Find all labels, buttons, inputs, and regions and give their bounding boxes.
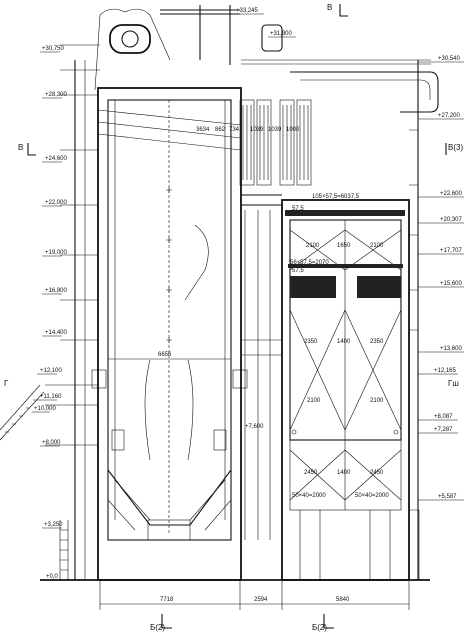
- top-tube-row: [285, 210, 405, 216]
- dim-panel4-1: 2100: [370, 398, 384, 404]
- dim-panel4-0: 2100: [307, 398, 321, 404]
- furnace-chamber: [91, 87, 248, 581]
- dim-row-57: 57,5: [292, 206, 304, 212]
- elev-mid: +7,600: [245, 424, 264, 430]
- elev-left-0: +30,750: [42, 46, 65, 52]
- elev-right-5: +15,600: [440, 281, 463, 287]
- elev-left-11: +3,250: [44, 522, 63, 528]
- elev-left-3: +22,000: [45, 200, 68, 206]
- dim-panel5-0: 2450: [304, 470, 318, 476]
- elev-right-0: +30,540: [438, 56, 461, 62]
- dim-furnace-width: 6656: [158, 352, 172, 358]
- section-left: B: [18, 143, 23, 152]
- dim-panel3-2: 2350: [370, 339, 384, 345]
- elev-left-5: +16,800: [45, 288, 68, 294]
- convective-shaft: [281, 60, 420, 581]
- dim-panel1-2: 2100: [370, 243, 384, 249]
- section-marks: B B B(3) Г Гш Б(2) Б(2): [4, 3, 463, 632]
- dim-bottom-2: 5840: [336, 597, 350, 603]
- left-elevation-labels: +30,750 +28,300 +24,600 +22,000 +19,000 …: [32, 46, 68, 581]
- dim-panel5-1: 1400: [337, 470, 351, 476]
- dim-row-57b: 57,5: [292, 268, 304, 274]
- superheater-bank: [239, 99, 312, 186]
- bottom-dimensions: 7718 2594 5840: [100, 597, 409, 605]
- right-elevation-labels: +30,540 +27,200 +22,600 +20,307 +17,707 …: [418, 56, 464, 501]
- elev-right-4: +17,707: [440, 248, 463, 254]
- elev-right-10: +5,587: [438, 494, 457, 500]
- dim-panel3-1: 1400: [337, 339, 351, 345]
- mid-tube-row: [288, 264, 403, 268]
- elev-right-9: +7,287: [434, 427, 453, 433]
- elev-right-1: +27,200: [438, 113, 461, 119]
- top-piping: [60, 5, 439, 186]
- section-bottom-left: Б(2): [150, 623, 165, 632]
- dim-panel2: 56×57,5=2070: [290, 260, 329, 266]
- elev-right-6: +13,600: [440, 346, 463, 352]
- section-right: B(3): [448, 143, 463, 152]
- elev-left-7: +12,100: [40, 368, 63, 374]
- elev-top-0: +33,245: [236, 8, 259, 14]
- heater-bank-left: [290, 276, 336, 298]
- elev-left-12: +0,0: [46, 574, 59, 580]
- dim-panel5-2: 2450: [370, 470, 384, 476]
- elev-left-2: +24,600: [45, 156, 68, 162]
- dim-panel1-0: 2100: [306, 243, 320, 249]
- elev-right-8: +8,087: [434, 414, 453, 420]
- elev-left-10: +8,000: [42, 440, 61, 446]
- dim-panel3-0: 2350: [304, 339, 318, 345]
- top-elevation-labels: +33,245 +31,900: [234, 8, 296, 38]
- section-left-g: Г: [4, 379, 9, 388]
- section-top: B: [327, 3, 332, 12]
- elev-left-6: +14,400: [45, 330, 68, 336]
- elev-left-1: +28,300: [45, 92, 68, 98]
- dim-tube-2: 734: [229, 127, 240, 133]
- dim-bottom-1: 2594: [254, 597, 268, 603]
- dim-panel6-0: 50×40=2000: [292, 493, 326, 499]
- dim-tube-4: 1039: [268, 127, 282, 133]
- gas-duct: [184, 194, 282, 540]
- elev-left-8: +11,160: [40, 394, 62, 400]
- elev-right-2: +22,600: [440, 191, 463, 197]
- dim-bottom-0: 7718: [160, 597, 174, 603]
- dim-tube-0: 3634: [196, 127, 210, 133]
- section-bottom-right: Б(2): [312, 623, 327, 632]
- left-structure: [0, 60, 98, 580]
- elev-top-1: +31,900: [270, 31, 293, 37]
- elev-right-3: +20,307: [440, 217, 463, 223]
- dim-panel1-1: 1650: [337, 243, 351, 249]
- elev-left-9: +10,000: [34, 406, 57, 412]
- elev-left-4: +19,000: [45, 250, 68, 256]
- dim-tube-1: 862: [215, 127, 226, 133]
- dim-tube-5: 1000: [286, 127, 300, 133]
- dim-tube-3: 1039: [250, 127, 264, 133]
- elev-right-7: +12,165: [434, 368, 457, 374]
- center-cross-markers: [166, 187, 172, 343]
- heater-bank-right: [357, 276, 401, 298]
- internal-dimensions: 6656 3634 862 734 1039 1039 1000 105×57,…: [108, 127, 389, 499]
- dim-panel6-1: 50×40=2000: [355, 493, 389, 499]
- section-right-g: Гш: [448, 379, 459, 388]
- dim-top-right: 105×57,5=6037,5: [312, 194, 360, 200]
